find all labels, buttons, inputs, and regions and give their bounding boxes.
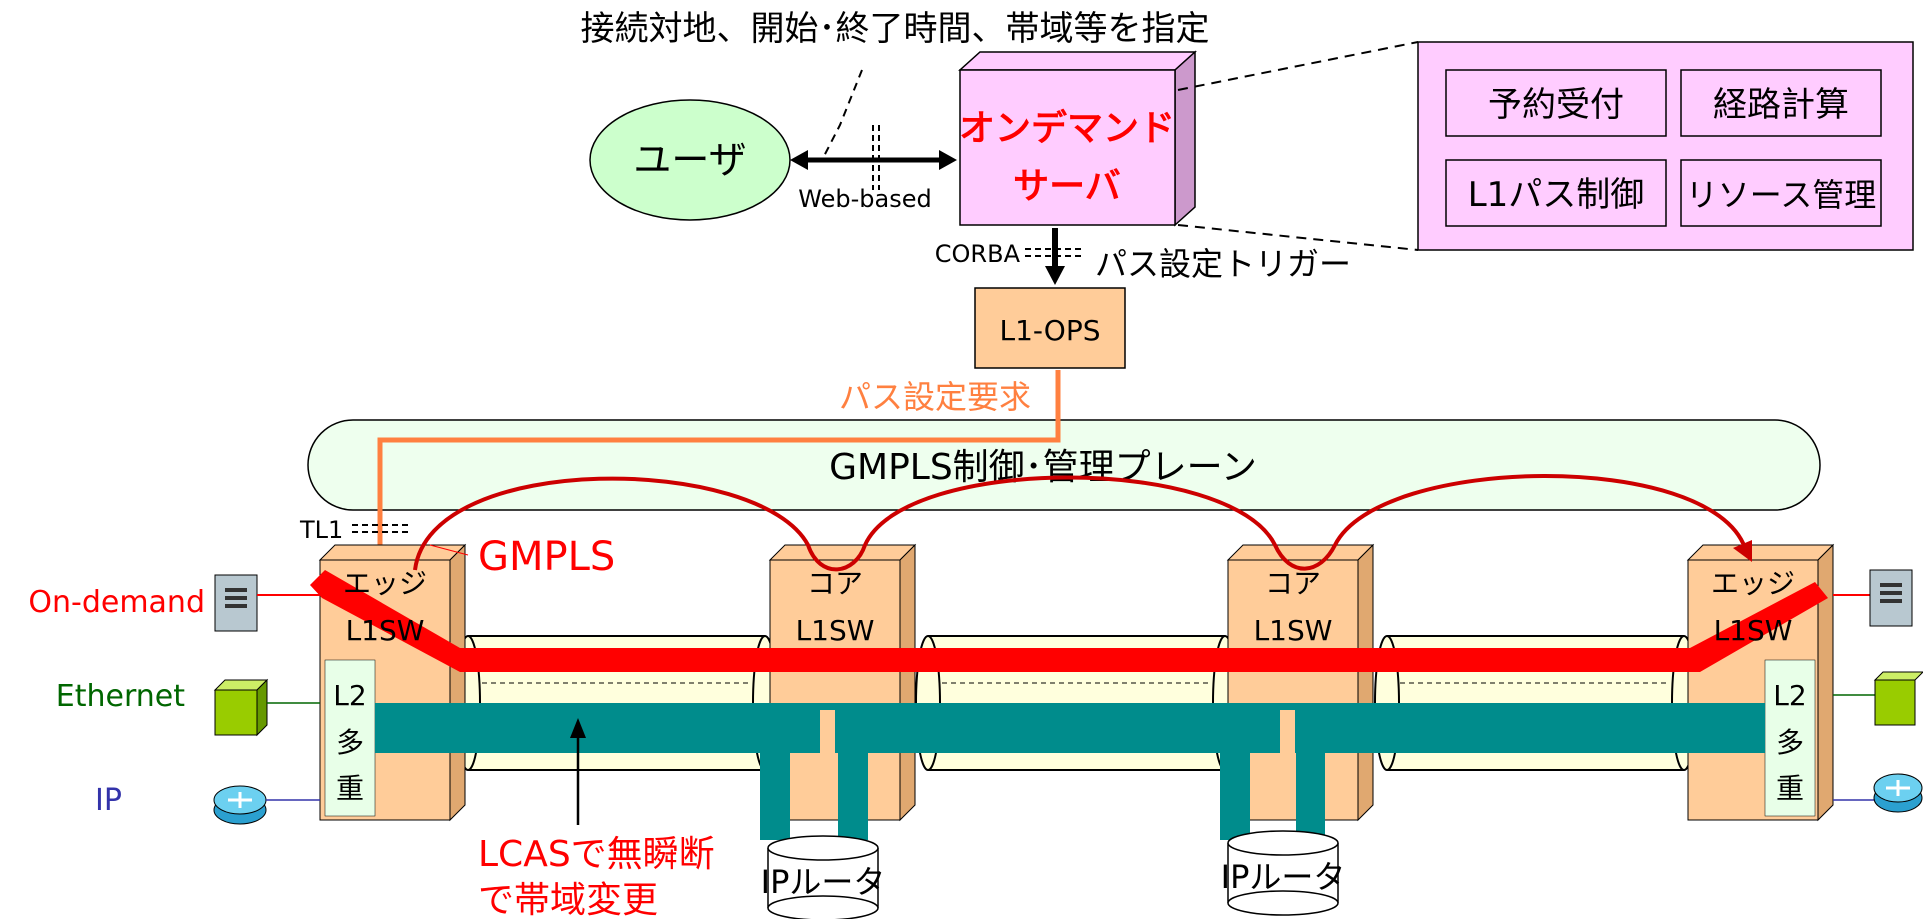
server-device-icon-right (1869, 569, 1913, 627)
server-top-face (958, 51, 1197, 71)
function-path-control-label: L1パス制御 (1468, 175, 1645, 215)
server-side-face (1174, 50, 1196, 227)
router-icon-left (213, 785, 267, 825)
gmpls-signaling-arc (413, 474, 1747, 572)
teal-path (375, 703, 1765, 840)
l2-left-line2: 多 (336, 726, 364, 759)
edge-right-line1: エッジ (1711, 567, 1795, 600)
lcas-note-line2: で帯域変更 (478, 880, 658, 919)
ops-label: L1-OPS (1000, 314, 1101, 347)
edge-left-line1: エッジ (343, 567, 427, 600)
ops-box (974, 287, 1126, 369)
path-request-line (377, 370, 1061, 560)
server-label-line2: サーバ (1013, 166, 1121, 207)
edge-right-line2: L1SW (1714, 614, 1793, 647)
lcas-note-line1: LCASで無瞬断 (478, 834, 715, 875)
l2-right-line3: 重 (1776, 772, 1804, 805)
server-label-line1: オンデマンド (959, 107, 1175, 149)
function-route-label: 経路計算 (1713, 85, 1849, 125)
corba-label: CORBA (935, 240, 1021, 268)
web-arrow-right-head (939, 150, 957, 170)
control-plane-label: GMPLS制御･管理プレーン (829, 447, 1257, 488)
gmpls-label: GMPLS (478, 534, 615, 580)
path-request-label: パス設定要求 (839, 378, 1031, 416)
edge-left-line2: L1SW (346, 614, 425, 647)
server-device-icon-left (214, 574, 258, 632)
zoom-line-top (1177, 41, 1419, 91)
teal-gap-1 (820, 710, 835, 755)
top-note-leader (821, 69, 863, 161)
path-trigger-label: パス設定トリガー (1095, 245, 1351, 283)
teal-gap-2 (1280, 710, 1295, 755)
ip-router-label-2: IPルータ (1221, 858, 1346, 896)
top-note: 接続対地、開始･終了時間、帯域等を指定 (581, 9, 1210, 49)
web-based-label: Web-based (798, 185, 931, 213)
ethernet-device-icon-right (1873, 671, 1923, 726)
lcas-arrow-head (570, 718, 586, 738)
l2-right-line2: 多 (1776, 726, 1804, 759)
core1-line2: L1SW (796, 614, 875, 647)
tl1-label: TL1 (299, 516, 343, 544)
core1-line1: コア (807, 567, 863, 600)
red-path (310, 570, 1828, 672)
l2-left-line3: 重 (336, 772, 364, 805)
server-front-face (959, 69, 1176, 226)
function-box-route (1680, 69, 1882, 137)
client-label-ip: IP (95, 783, 122, 818)
l2-right-line1: L2 (1773, 679, 1806, 712)
l2-left-line1: L2 (333, 679, 366, 712)
gmpls-label-leader (429, 544, 469, 556)
client-label-on-demand: On-demand (28, 585, 205, 620)
router-icon-right (1873, 773, 1923, 813)
ethernet-device-icon-left (213, 678, 269, 737)
ip-router-label-1: IPルータ (761, 863, 886, 901)
zoom-line-bottom (1177, 224, 1419, 251)
ip-router-cylinder-1 (767, 835, 879, 919)
function-box-resource (1680, 159, 1882, 227)
function-box-path-control (1445, 159, 1667, 227)
gmpls-arc-arrow-head (1733, 540, 1752, 562)
core2-line2: L1SW (1254, 614, 1333, 647)
l2-mux-right (1764, 659, 1816, 817)
client-label-ethernet: Ethernet (56, 679, 185, 714)
ip-router-cylinder-2 (1227, 830, 1339, 916)
trigger-arrow-head (1045, 266, 1065, 285)
core2-line1: コア (1265, 567, 1321, 600)
function-resource-label: リソース管理 (1686, 176, 1876, 214)
web-arrow-left-head (790, 150, 808, 170)
user-label: ユーザ (633, 138, 746, 182)
l2-mux-left (324, 659, 376, 817)
function-reservation-label: 予約受付 (1488, 85, 1624, 125)
function-box-reservation (1445, 69, 1667, 137)
